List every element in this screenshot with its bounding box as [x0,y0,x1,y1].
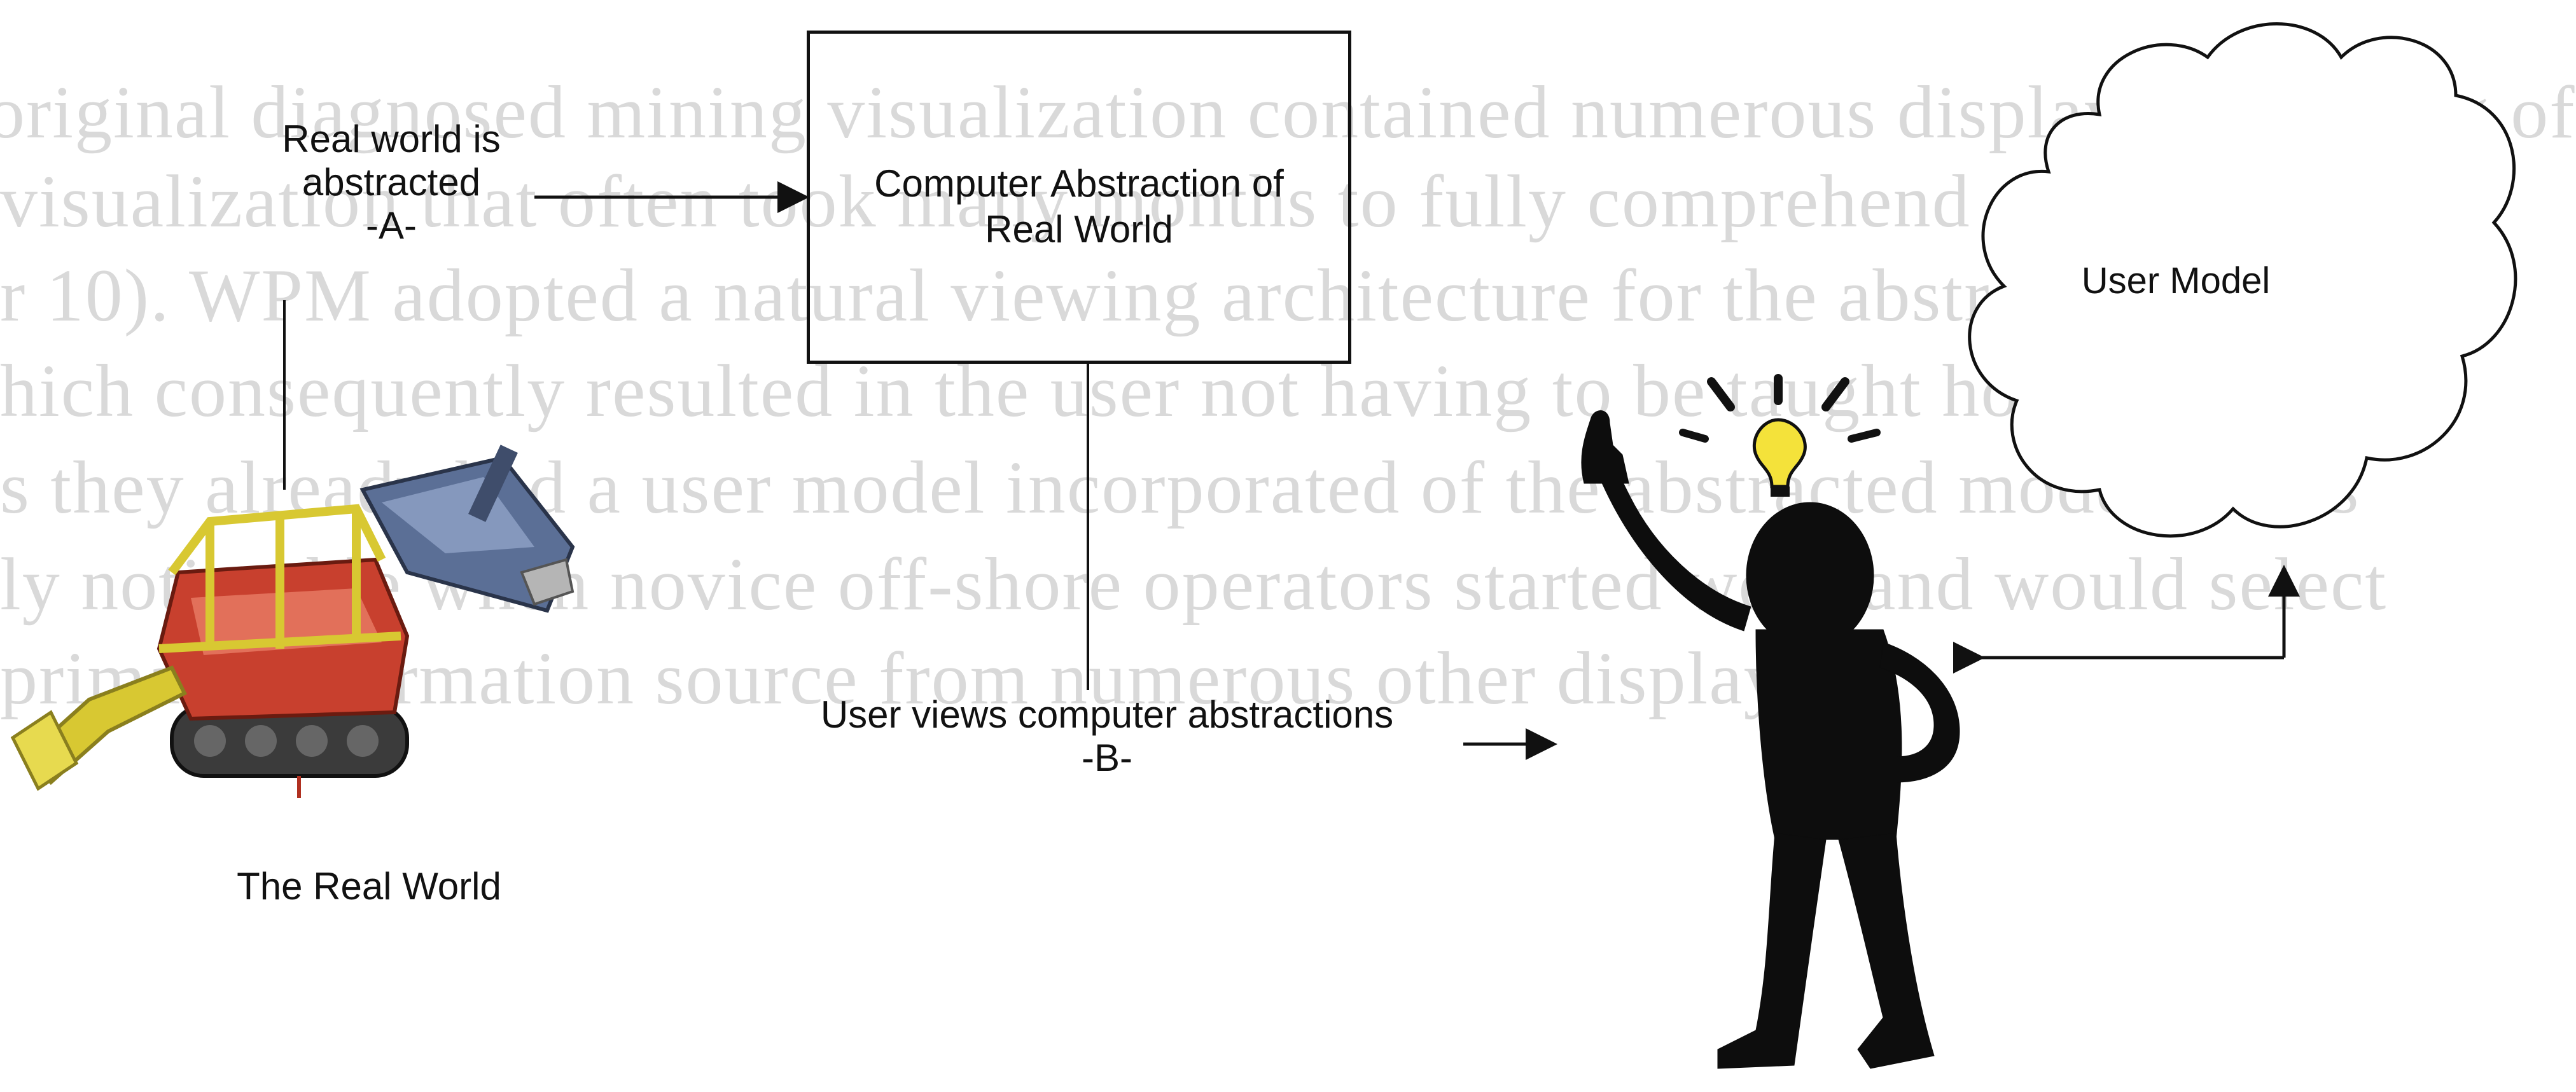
box-label-line-2: Real World [985,208,1173,251]
computer-abstraction-box: Computer Abstraction of Real World [807,31,1351,364]
user-model-label: User Model [2081,260,2271,301]
box-label-line-1: Computer Abstraction of [874,162,1284,205]
label-b-line-1: User views computer abstractions [820,693,1394,736]
label-b: User views computer abstractions -B- [725,693,1489,780]
user-torso [1755,629,1902,840]
idea-lightbulb-icon [1679,374,1881,497]
label-a: Real world is abstracted -A- [226,118,557,247]
label-a-line-1: Real world is [282,118,501,160]
background-text-line: visualization that often took many month… [0,160,2280,243]
real-world-label: The Real World [237,865,501,908]
user-model-cloud [1968,22,2517,538]
label-b-line-2: -B- [1082,736,1132,779]
label-a-line-2: abstracted [302,161,481,204]
cutter-head [359,445,575,613]
user-head [1746,502,1874,649]
box-label: Computer Abstraction of Real World [810,161,1348,252]
label-a-line-3: -A- [366,204,417,247]
mining-machine-image [10,445,575,798]
user-figure-image [1581,410,1960,1069]
